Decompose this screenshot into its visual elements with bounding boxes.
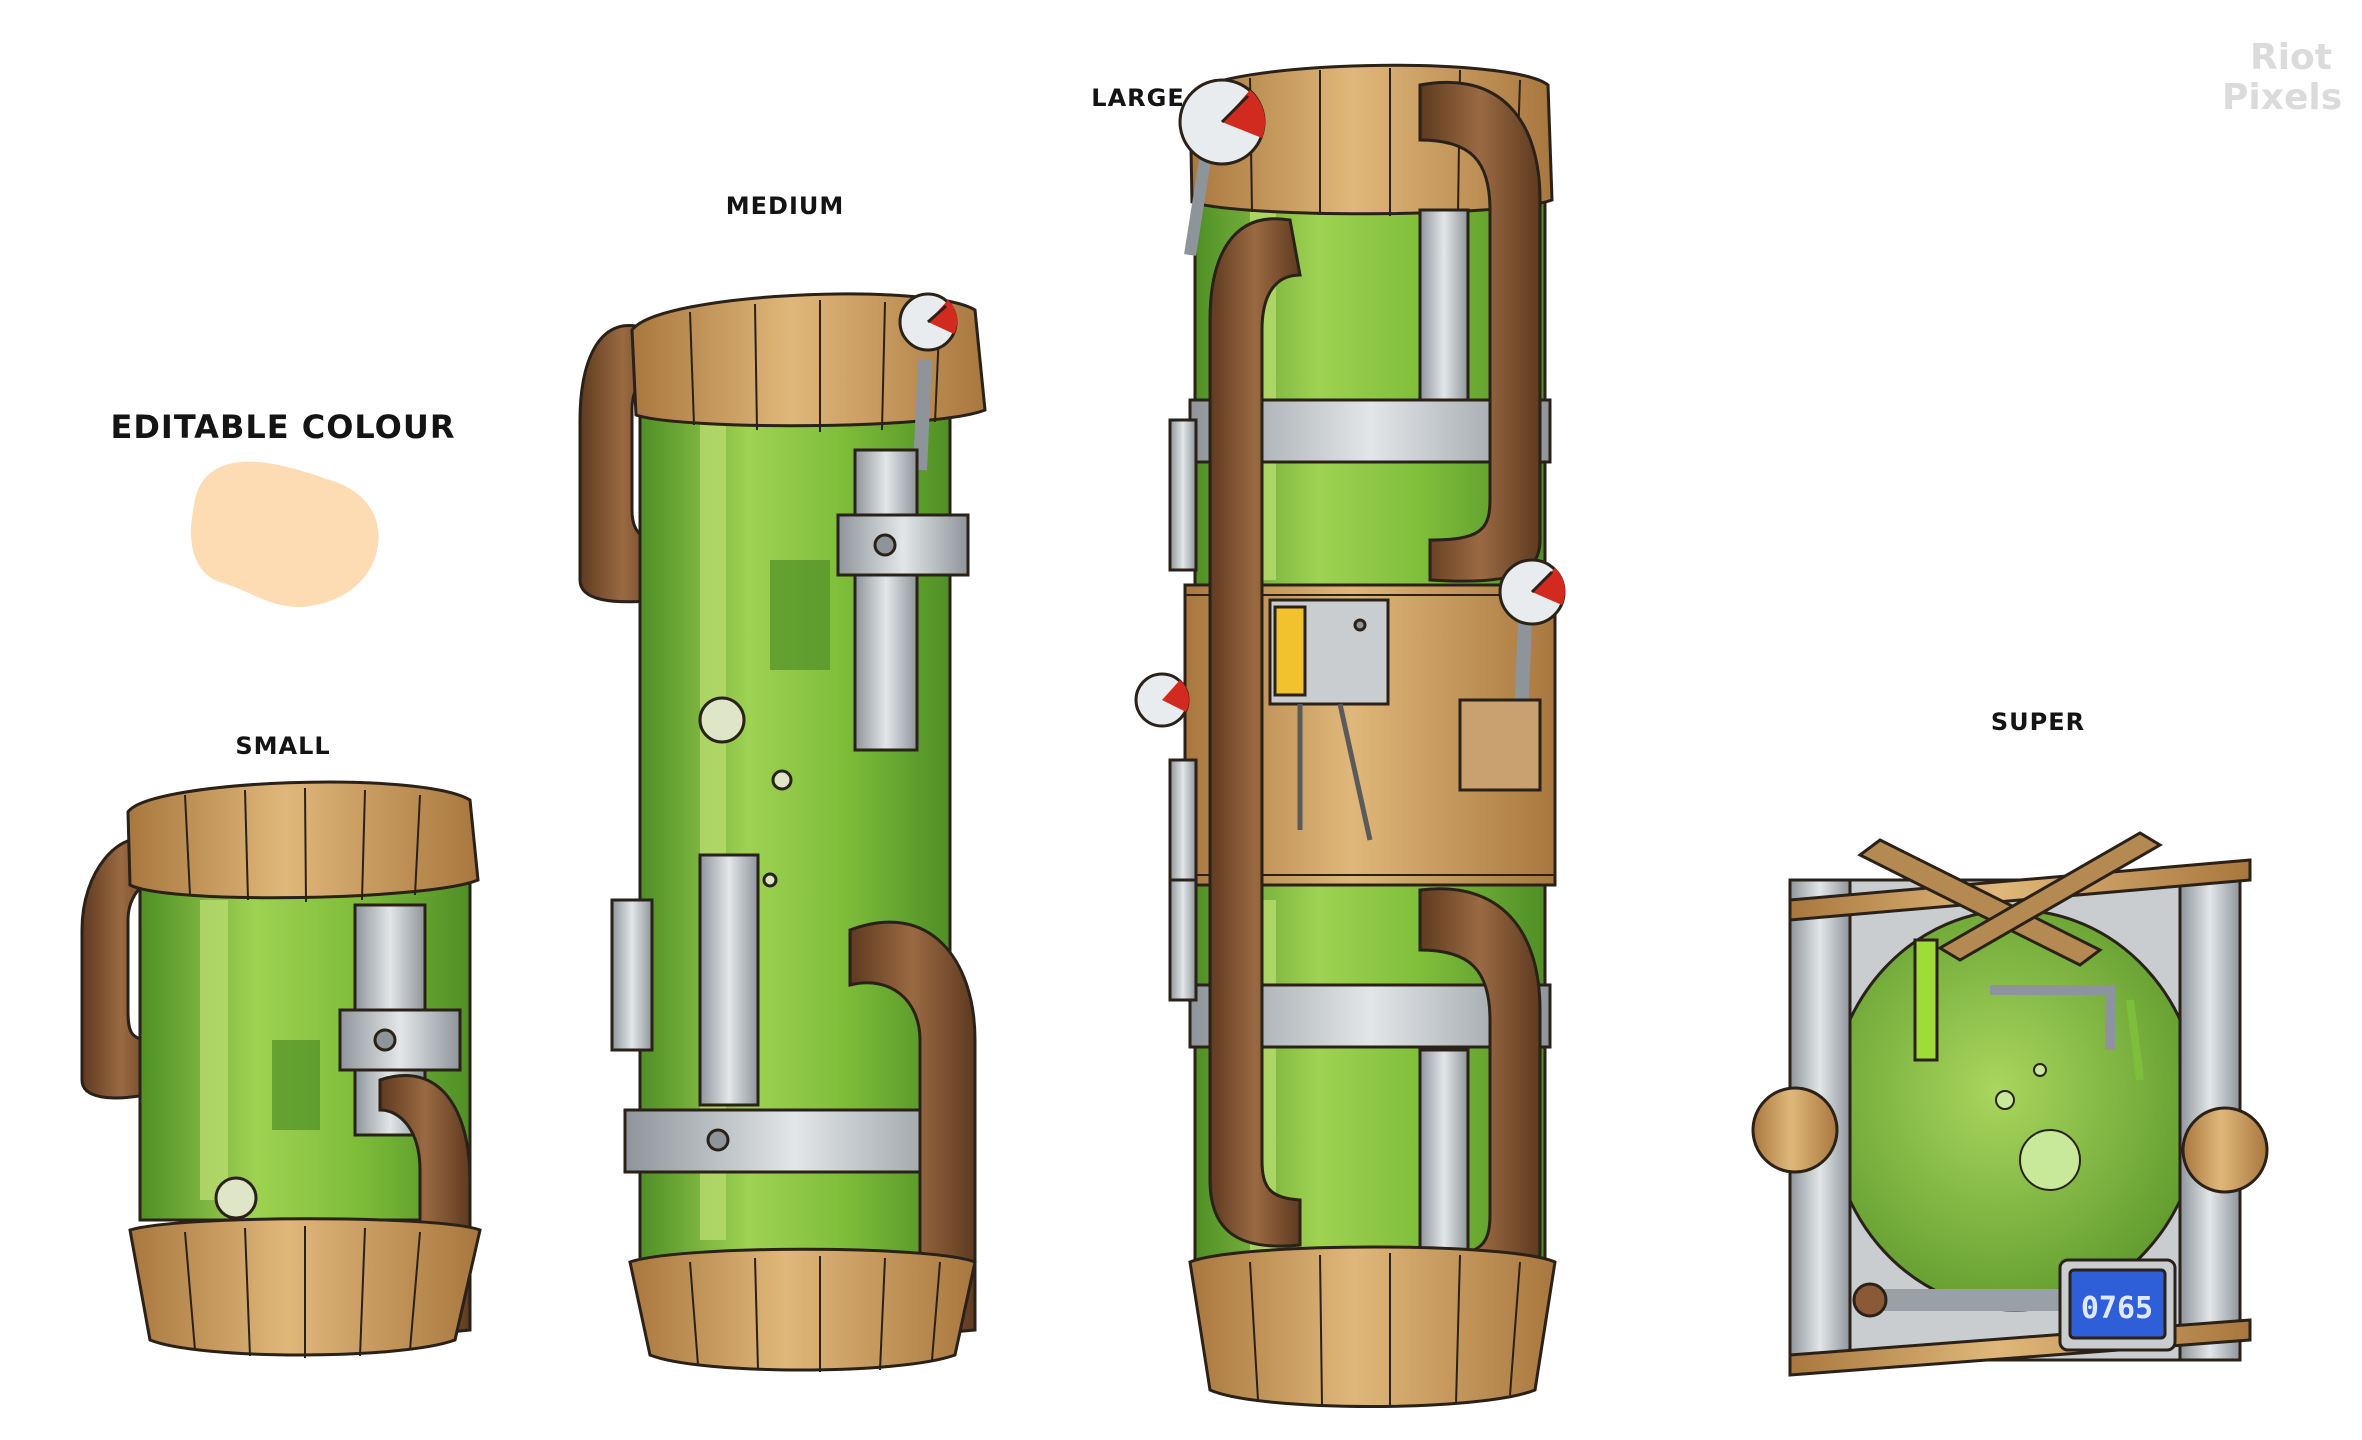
super-liquid-tank: [1828, 908, 2202, 1312]
super-canister-label: SUPER: [1990, 708, 2086, 736]
medium-wood-base: [628, 1247, 977, 1372]
super-digital-display: [2058, 1258, 2177, 1352]
small-canister-label: SMALL: [235, 732, 331, 760]
medium-canister: [578, 292, 987, 1372]
editable-colour-swatch: [190, 461, 379, 608]
super-knob-right: [2181, 1106, 2269, 1194]
large-control-box: [1268, 598, 1390, 841]
medium-canister-label: MEDIUM: [725, 192, 845, 220]
small-wood-cap: [126, 780, 480, 900]
super-knob-left: [1751, 1086, 1839, 1174]
large-leather-handle-upper-right: [1418, 80, 1542, 583]
large-pressure-gauge-left: [1134, 672, 1190, 728]
medium-metal-strap-upper: [853, 448, 919, 752]
small-canister: [80, 780, 482, 1358]
small-leather-pipe: [80, 837, 162, 1100]
medium-leather-handle: [848, 920, 977, 1337]
medium-metal-strap-lower: [698, 853, 760, 1107]
riotpixels-watermark: Riot Pixels: [2222, 37, 2343, 118]
large-wood-base: [1188, 1245, 1557, 1408]
large-pressure-gauge-top: [1178, 78, 1266, 166]
large-pressure-gauge-right: [1498, 558, 1566, 626]
medium-wood-cap: [630, 292, 987, 428]
large-canister: [1134, 63, 1566, 1408]
large-canister-label: LARGE: [1091, 84, 1185, 112]
medium-pressure-gauge: [898, 292, 958, 352]
editable-colour-label: EDITABLE COLOUR: [110, 408, 456, 446]
super-canister: [1751, 831, 2269, 1377]
super-display-readout: 0765: [2081, 1291, 2153, 1326]
large-leather-handle-left: [1208, 217, 1302, 1248]
